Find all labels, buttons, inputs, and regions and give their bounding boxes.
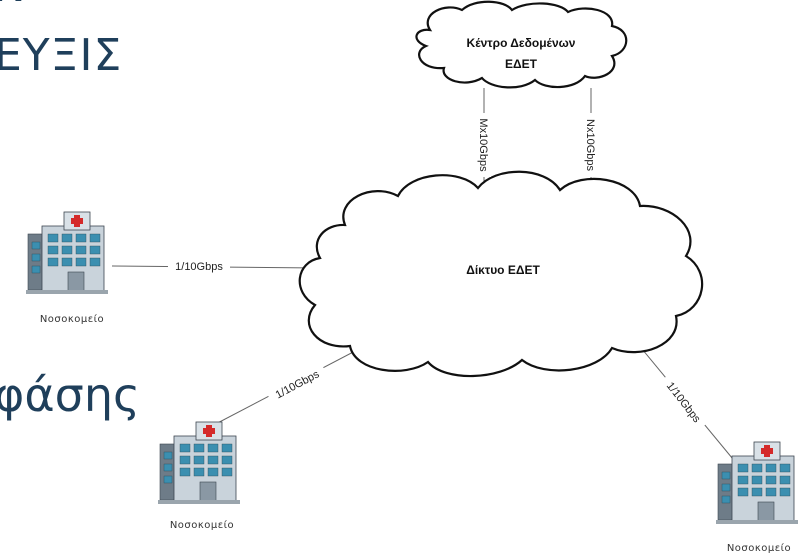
- slide-title-fragment: N: [0, 0, 25, 11]
- svg-text:Nx10Gbps: Nx10Gbps: [584, 119, 596, 171]
- svg-text:Mx10Gbps: Mx10Gbps: [477, 118, 489, 172]
- datacenter-label-line1: Κέντρο Δεδομένων: [467, 36, 576, 50]
- uplink-label-m: Mx10Gbps: [477, 113, 491, 177]
- network-label: Δίκτυο ΕΔΕΤ: [466, 263, 540, 277]
- svg-text:1/10Gbps: 1/10Gbps: [175, 261, 223, 273]
- uplink-label-n: Nx10Gbps: [584, 113, 598, 177]
- link-label-left: 1/10Gbps: [168, 259, 230, 273]
- slide-text-fragment: φάσης: [0, 368, 140, 422]
- hospital-icon: [715, 441, 799, 525]
- svg-text:1/10Gbps: 1/10Gbps: [664, 380, 703, 425]
- datacenter-label-line2: ΕΔΕΤ: [505, 57, 538, 71]
- link-label-bottom-right: 1/10Gbps: [659, 373, 709, 431]
- link-label-bottom-left: 1/10Gbps: [266, 363, 328, 405]
- hospital-icon: [25, 211, 109, 295]
- network-cloud: Δίκτυο ΕΔΕΤ: [298, 170, 704, 378]
- hospital-label-left: Νοσοκομείο: [40, 313, 104, 325]
- datacenter-cloud: Κέντρο Δεδομένων ΕΔΕΤ: [415, 0, 628, 89]
- slide-title-fragment-2: ΕΥΞΙΣ: [0, 30, 123, 81]
- hospital-label-bottom-left: Νοσοκομείο: [170, 519, 234, 531]
- hospital-label-bottom-right: Νοσοκομείο: [727, 542, 791, 554]
- hospital-icon: [157, 421, 241, 505]
